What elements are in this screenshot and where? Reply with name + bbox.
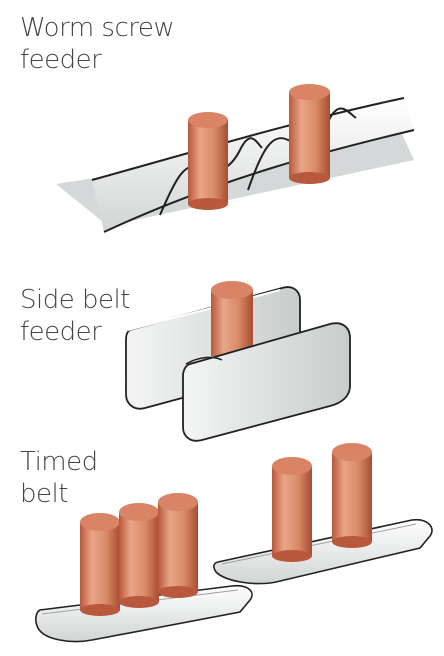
worm-screw-can-2 <box>289 84 330 184</box>
timed-belt-right-conveyor <box>213 518 433 585</box>
timed-belt-can-2 <box>119 503 159 608</box>
worm-screw-thread <box>91 97 415 233</box>
timed-belt-diagram <box>35 443 433 643</box>
side-belt-front <box>182 322 351 442</box>
timed-belt-can-4 <box>272 457 312 562</box>
side-belt-feeder-diagram <box>125 281 351 442</box>
timed-belt-label-line-2: belt <box>20 479 68 509</box>
worm-screw-feeder-label: Worm screw feeder <box>20 12 175 76</box>
worm-screw-feeder-label-line-2: feeder <box>20 45 102 75</box>
side-belt-feeder-label: Side belt feeder <box>20 284 130 348</box>
worm-screw-feeder-label-line-1: Worm screw <box>20 13 175 43</box>
side-belt-can <box>211 281 253 356</box>
timed-belt-can-3 <box>158 493 198 598</box>
timed-belt-can-5 <box>332 443 372 548</box>
worm-screw-can-1 <box>188 112 228 210</box>
timed-belt-can-1 <box>80 513 120 616</box>
timed-belt-label-line-1: Timed <box>20 447 98 477</box>
side-belt-feeder-label-line-1: Side belt <box>20 285 130 315</box>
timed-belt-label: Timed belt <box>20 446 98 510</box>
side-belt-feeder-label-line-2: feeder <box>20 317 102 347</box>
worm-screw-feeder-diagram <box>56 84 415 233</box>
worm-screw-shaft <box>92 98 414 232</box>
